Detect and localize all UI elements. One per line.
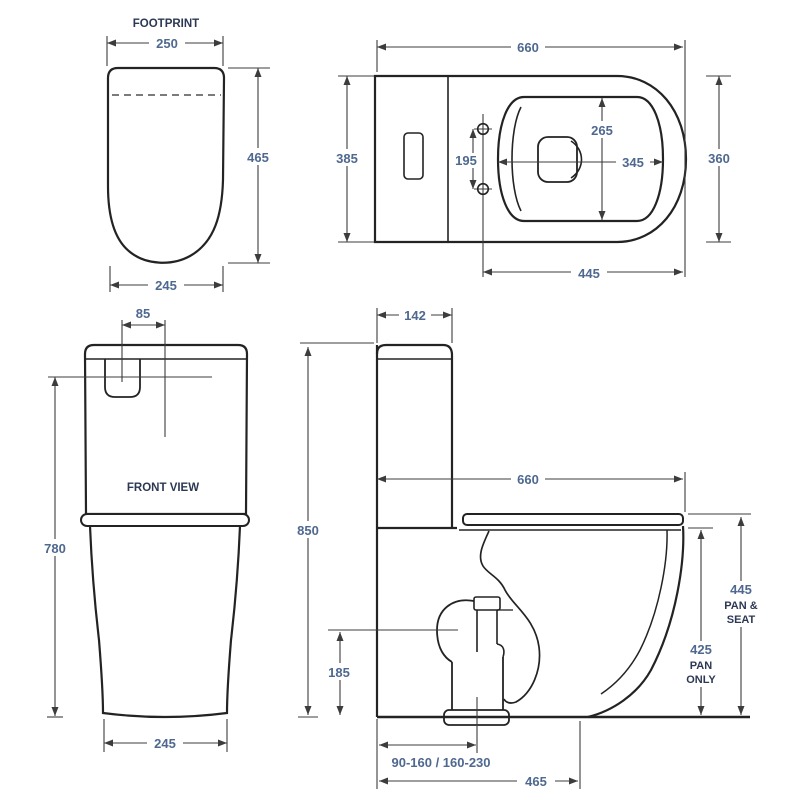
dim-cistern-depth-label: 142 xyxy=(404,308,426,323)
dim-overall-height: 850 xyxy=(290,342,374,718)
dim-front-base-width: 245 xyxy=(103,719,228,752)
button-recess xyxy=(104,359,141,398)
dim-top-left-width-label: 385 xyxy=(336,151,358,166)
seat-side-profile xyxy=(462,513,684,526)
dim-setout-range-label: 90-160 / 160-230 xyxy=(391,755,490,770)
dim-bowl-opening-width-label: 345 xyxy=(622,155,644,170)
front-centrelines xyxy=(48,320,212,437)
dim-cistern-depth: 142 xyxy=(376,307,453,343)
dim-hinge-to-front-label: 445 xyxy=(578,266,600,281)
dim-footprint-height: 465 xyxy=(228,67,275,264)
dim-setout-range: 90-160 / 160-230 xyxy=(379,741,491,770)
dim-inlet-height-label: 185 xyxy=(328,665,350,680)
dim-button-offset-label: 85 xyxy=(136,306,150,321)
front-cistern-body xyxy=(83,343,249,516)
dim-top-right-width: 360 xyxy=(702,75,736,243)
dim-base-depth: 465 xyxy=(376,719,581,789)
front-view-title: FRONT VIEW xyxy=(127,482,199,494)
dim-base-depth-label: 465 xyxy=(525,774,547,789)
dim-bowl-opening-length-label: 265 xyxy=(591,123,613,138)
dim-top-overall-length-label: 660 xyxy=(517,40,539,55)
dim-pan-only-height: 425 PAN ONLY xyxy=(681,527,722,715)
dim-overall-depth-label: 660 xyxy=(517,472,539,487)
dim-front-height: 780 xyxy=(37,377,73,718)
dim-hinge-to-front: 445 xyxy=(483,264,683,281)
footprint-shape xyxy=(106,66,226,264)
top-view: 660 385 360 265 345 195 xyxy=(330,39,736,281)
dim-pan-and-seat-value: 445 xyxy=(730,582,752,597)
trap-and-outlet xyxy=(436,596,513,710)
dim-top-overall-length: 660 xyxy=(376,39,686,277)
dim-top-left-width: 385 xyxy=(330,75,374,243)
dim-pan-and-seat-label-1: PAN & xyxy=(724,600,757,612)
dim-bowl-opening-width: 345 xyxy=(498,154,663,170)
dim-footprint-bottom-width-label: 245 xyxy=(155,278,177,293)
dim-pan-and-seat-height: 445 PAN & SEAT xyxy=(688,513,762,715)
footprint-title: FOOTPRINT xyxy=(133,18,199,30)
dim-pan-only-value: 425 xyxy=(690,642,712,657)
dim-front-base-width-label: 245 xyxy=(154,736,176,751)
dim-button-offset: 85 xyxy=(122,306,165,329)
dim-overall-height-label: 850 xyxy=(297,523,319,538)
seat-edge-front xyxy=(80,513,250,527)
front-view: 85 FRONT VIEW 780 245 xyxy=(37,306,250,752)
footprint-outline xyxy=(106,66,226,264)
flush-button xyxy=(403,132,424,180)
pan-front-inner-curve xyxy=(600,529,668,695)
dim-footprint-bottom-width: 245 xyxy=(109,266,224,293)
bowl-interior-curve xyxy=(479,530,541,704)
seat-hinge-holes xyxy=(474,114,492,277)
dim-footprint-top-width: 250 xyxy=(106,35,224,66)
dim-pan-and-seat-label-2: SEAT xyxy=(727,614,756,626)
footprint-view: FOOTPRINT 250 465 245 xyxy=(106,18,275,293)
dim-hinge-centres: 195 xyxy=(452,129,480,189)
dim-footprint-top-width-label: 250 xyxy=(156,36,178,51)
dim-pan-only-label-2: ONLY xyxy=(686,674,716,686)
pan-front-outer-curve xyxy=(587,525,685,719)
front-pedestal xyxy=(88,525,242,719)
side-view: 142 850 660 445 PAN & SEAT 425 xyxy=(290,307,762,789)
side-cistern xyxy=(375,343,454,527)
dim-top-right-width-label: 360 xyxy=(708,151,730,166)
dim-overall-depth: 660 xyxy=(377,471,686,512)
dim-front-height-label: 780 xyxy=(44,541,66,556)
dim-inlet-height: 185 xyxy=(321,629,458,715)
dim-footprint-height-label: 465 xyxy=(247,150,269,165)
dim-hinge-centres-label: 195 xyxy=(455,153,477,168)
dim-pan-only-label-1: PAN xyxy=(690,660,712,672)
